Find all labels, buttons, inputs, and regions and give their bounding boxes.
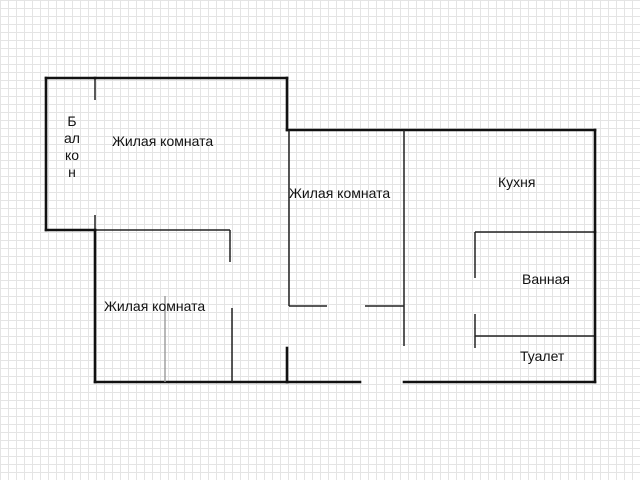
room-label-balcony: Балкон bbox=[64, 113, 80, 180]
bathroom-walls bbox=[474, 230, 597, 384]
living-room-3-walls bbox=[93, 228, 289, 384]
room-label-living-room-3: Жилая комната bbox=[104, 298, 206, 314]
balcony-walls bbox=[44, 76, 97, 232]
living-room-1-walls bbox=[93, 76, 289, 262]
room-label-living-room-2: Жилая комната bbox=[289, 185, 391, 201]
room-label-kitchen: Кухня bbox=[498, 174, 536, 190]
kitchen-walls bbox=[475, 128, 597, 234]
room-label-toilet: Туалет bbox=[520, 348, 565, 364]
corridor-walls bbox=[285, 346, 597, 384]
room-label-living-room-1: Жилая комната bbox=[112, 133, 214, 149]
room-label-bathroom: Ванная bbox=[522, 271, 570, 287]
living-room-2-walls bbox=[285, 128, 597, 346]
